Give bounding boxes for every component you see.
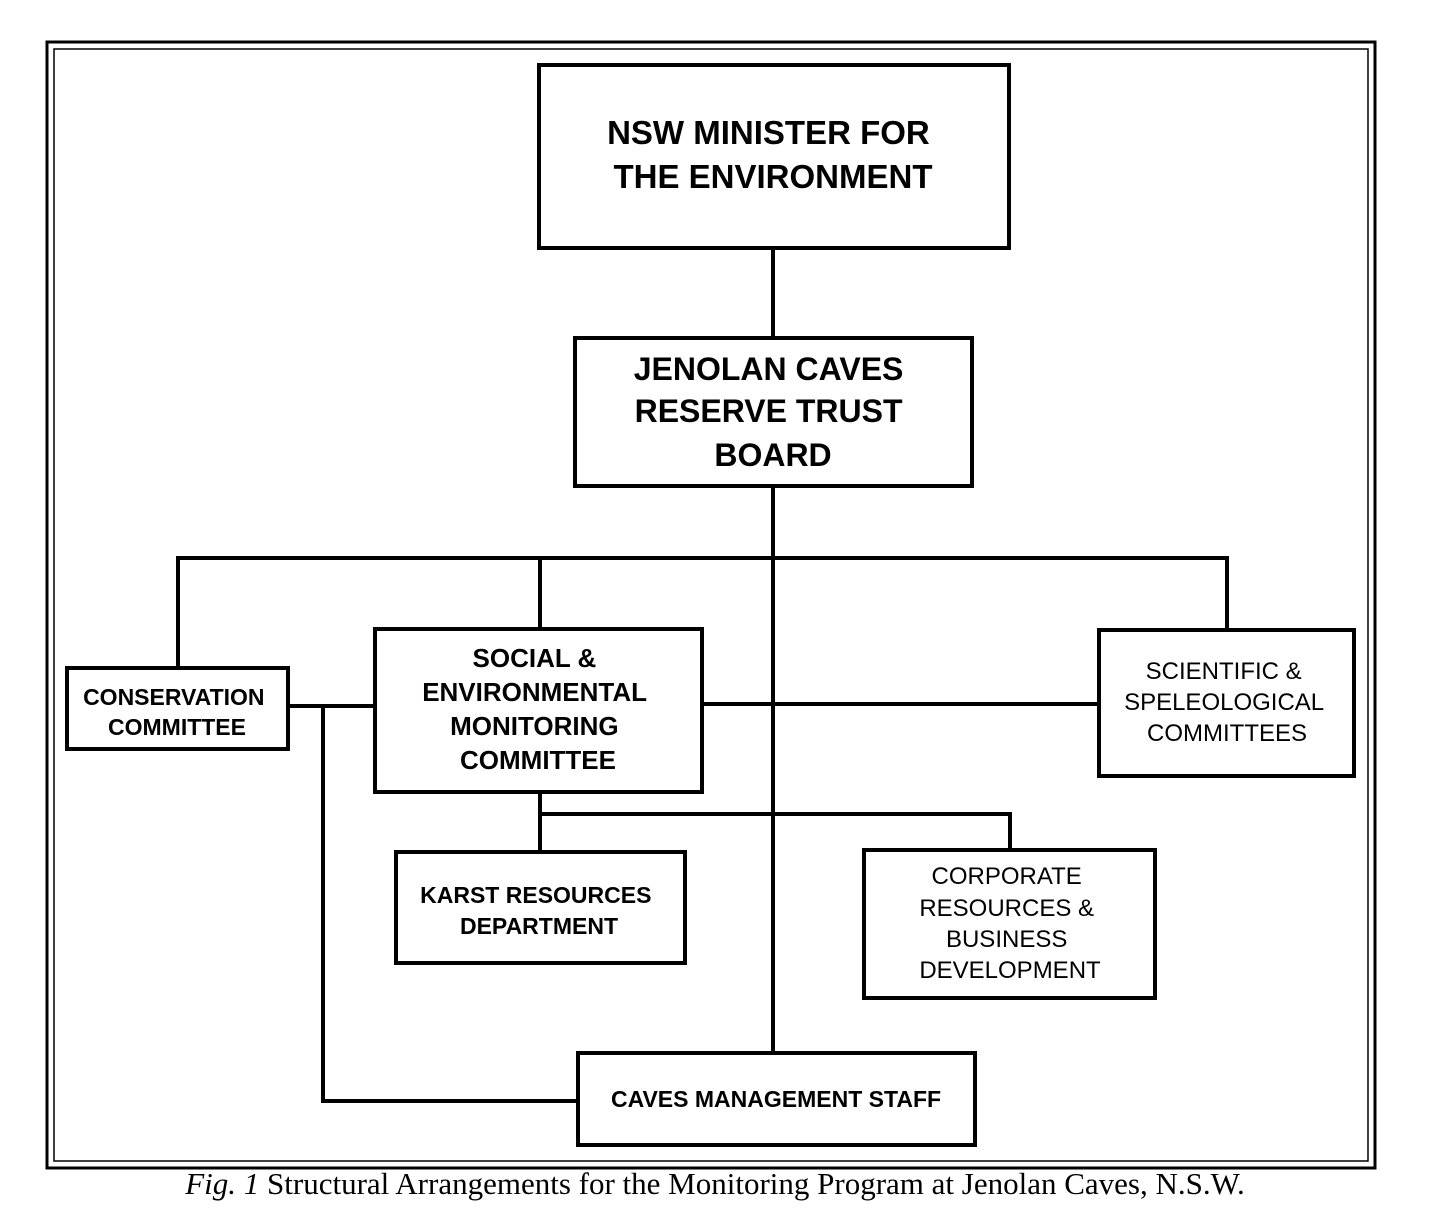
node-conservation	[65, 666, 290, 751]
node-trust-board	[573, 336, 974, 488]
figure-caption-text: Structural Arrangements for the Monitori…	[259, 1166, 1245, 1201]
connector-staff-feedback	[321, 706, 578, 1103]
corporate-label: CORPORATE RESOURCES & BUSINESS DEVELOPME…	[919, 863, 1101, 984]
minister-label: NSW MINISTER FOR THE ENVIRONMENT	[607, 114, 939, 195]
node-social-env	[373, 627, 704, 794]
figure-number: Fig. 1	[185, 1166, 260, 1201]
figure-caption: Fig. 1 Structural Arrangements for the M…	[0, 1166, 1430, 1202]
conservation-label: CONSERVATION COMMITTEE	[83, 684, 271, 740]
node-karst	[394, 850, 687, 965]
node-staff	[576, 1051, 977, 1147]
social-env-label: SOCIAL & ENVIRONMENTAL MONITORING COMMIT…	[422, 643, 654, 775]
node-corporate	[862, 848, 1157, 1000]
scientific-label: SCIENTIFIC & SPELEOLOGICAL COMMITTEES	[1124, 658, 1330, 747]
connector-departments-bus	[540, 812, 1012, 850]
karst-label: KARST RESOURCES DEPARTMENT	[420, 882, 658, 939]
outer-frame	[45, 40, 1377, 1170]
connector-committees-bus	[176, 556, 1229, 668]
boxes	[65, 63, 1356, 1147]
staff-label: CAVES MANAGEMENT STAFF	[611, 1086, 941, 1112]
node-minister	[537, 63, 1011, 250]
connectors	[176, 248, 1229, 1103]
trust-board-label: JENOLAN CAVES RESERVE TRUST BOARD	[634, 351, 913, 473]
node-scientific	[1097, 628, 1356, 778]
